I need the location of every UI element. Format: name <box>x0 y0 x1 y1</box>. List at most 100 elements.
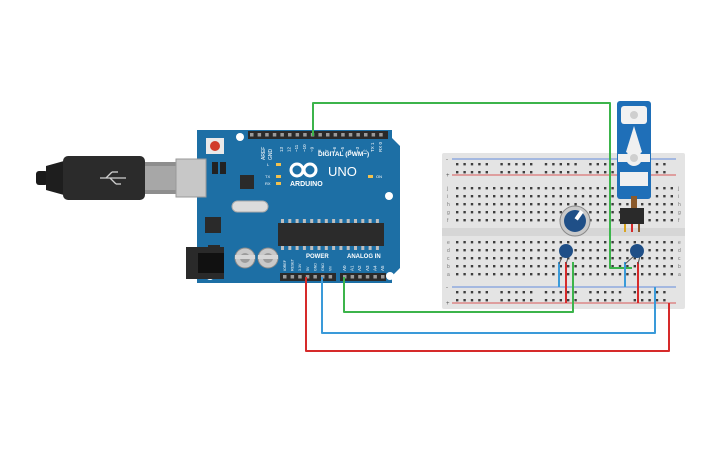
rail-hole[interactable] <box>648 299 651 302</box>
rail-hole[interactable] <box>515 171 518 174</box>
breadboard-hole[interactable] <box>507 241 511 244</box>
breadboard-hole[interactable] <box>648 273 651 276</box>
breadboard-hole[interactable] <box>604 265 607 268</box>
breadboard-hole[interactable] <box>522 219 525 222</box>
breadboard-hole[interactable] <box>485 241 488 244</box>
rail-hole[interactable] <box>522 171 525 174</box>
breadboard-hole[interactable] <box>493 241 496 244</box>
breadboard-hole[interactable] <box>493 249 496 252</box>
rail-hole[interactable] <box>611 163 614 166</box>
analog-header-hole[interactable] <box>350 275 355 279</box>
power-wire-red[interactable] <box>305 277 670 352</box>
breadboard-hole[interactable] <box>581 265 585 268</box>
analog-header-hole[interactable] <box>358 275 362 279</box>
rail-hole[interactable] <box>641 291 644 294</box>
digital-header-hole[interactable] <box>250 133 254 137</box>
breadboard-hole[interactable] <box>522 195 525 198</box>
breadboard-hole[interactable] <box>507 195 511 198</box>
rail-hole[interactable] <box>559 299 562 302</box>
breadboard-hole[interactable] <box>493 257 496 260</box>
rail-hole[interactable] <box>515 163 518 166</box>
breadboard-hole[interactable] <box>537 211 540 214</box>
digital-header-hole[interactable] <box>272 133 277 137</box>
breadboard-hole[interactable] <box>463 203 466 206</box>
rail-hole[interactable] <box>456 163 459 166</box>
breadboard-hole[interactable] <box>559 257 562 260</box>
breadboard-hole[interactable] <box>596 187 599 190</box>
rail-hole[interactable] <box>485 291 488 294</box>
breadboard-hole[interactable] <box>515 257 518 260</box>
breadboard-hole[interactable] <box>589 249 592 252</box>
breadboard-hole[interactable] <box>581 257 585 260</box>
digital-header-hole[interactable] <box>295 133 300 137</box>
breadboard-hole[interactable] <box>537 249 540 252</box>
rail-hole[interactable] <box>456 171 459 174</box>
breadboard-hole[interactable] <box>478 211 481 214</box>
breadboard-hole[interactable] <box>655 273 659 276</box>
rail-hole[interactable] <box>522 163 525 166</box>
digital-header-hole[interactable] <box>348 133 353 137</box>
breadboard-hole[interactable] <box>515 195 518 198</box>
breadboard-hole[interactable] <box>663 249 666 252</box>
breadboard-hole[interactable] <box>596 249 599 252</box>
breadboard-hole[interactable] <box>500 265 503 268</box>
breadboard-hole[interactable] <box>589 241 592 244</box>
breadboard-hole[interactable] <box>485 265 488 268</box>
breadboard-hole[interactable] <box>530 265 533 268</box>
breadboard-hole[interactable] <box>559 203 562 206</box>
breadboard-hole[interactable] <box>544 249 548 252</box>
breadboard-hole[interactable] <box>641 257 644 260</box>
power-header-hole[interactable] <box>305 275 310 279</box>
breadboard-hole[interactable] <box>574 203 577 206</box>
rail-hole[interactable] <box>478 291 481 294</box>
breadboard-hole[interactable] <box>456 211 459 214</box>
breadboard-hole[interactable] <box>618 265 622 268</box>
breadboard-hole[interactable] <box>507 187 511 190</box>
digital-header-hole[interactable] <box>371 133 376 137</box>
breadboard-hole[interactable] <box>500 195 503 198</box>
breadboard-hole[interactable] <box>470 249 474 252</box>
breadboard-hole[interactable] <box>663 203 666 206</box>
rail-hole[interactable] <box>522 291 525 294</box>
breadboard-hole[interactable] <box>655 203 659 206</box>
rail-hole[interactable] <box>478 299 481 302</box>
rail-hole[interactable] <box>456 299 459 302</box>
breadboard-hole[interactable] <box>485 273 488 276</box>
digital-header-hole[interactable] <box>326 133 330 137</box>
analog-header-hole[interactable] <box>373 275 377 279</box>
breadboard-hole[interactable] <box>493 187 496 190</box>
digital-header-hole[interactable] <box>318 133 322 137</box>
breadboard-hole[interactable] <box>485 219 488 222</box>
analog-header-hole[interactable] <box>381 275 385 279</box>
breadboard-hole[interactable] <box>648 249 651 252</box>
breadboard-hole[interactable] <box>522 273 525 276</box>
breadboard-hole[interactable] <box>655 195 659 198</box>
breadboard-hole[interactable] <box>493 265 496 268</box>
breadboard-hole[interactable] <box>663 219 666 222</box>
breadboard-hole[interactable] <box>470 203 474 206</box>
rail-hole[interactable] <box>663 299 666 302</box>
breadboard-hole[interactable] <box>456 241 459 244</box>
breadboard-hole[interactable] <box>581 195 585 198</box>
breadboard-hole[interactable] <box>670 219 673 222</box>
breadboard-hole[interactable] <box>633 257 636 260</box>
breadboard-hole[interactable] <box>618 257 622 260</box>
breadboard-hole[interactable] <box>493 273 496 276</box>
breadboard-hole[interactable] <box>559 211 562 214</box>
breadboard-hole[interactable] <box>537 265 540 268</box>
breadboard-hole[interactable] <box>522 211 525 214</box>
rail-hole[interactable] <box>655 299 659 302</box>
rail-hole[interactable] <box>530 171 533 174</box>
rail-hole[interactable] <box>618 299 622 302</box>
rail-hole[interactable] <box>611 299 614 302</box>
rail-hole[interactable] <box>596 171 599 174</box>
breadboard-hole[interactable] <box>611 187 614 190</box>
breadboard-hole[interactable] <box>507 257 511 260</box>
rail-hole[interactable] <box>478 171 481 174</box>
power-header-hole[interactable] <box>328 275 333 279</box>
breadboard-hole[interactable] <box>641 265 644 268</box>
rail-hole[interactable] <box>648 291 651 294</box>
rail-hole[interactable] <box>611 171 614 174</box>
breadboard-hole[interactable] <box>544 203 548 206</box>
breadboard-hole[interactable] <box>648 257 651 260</box>
